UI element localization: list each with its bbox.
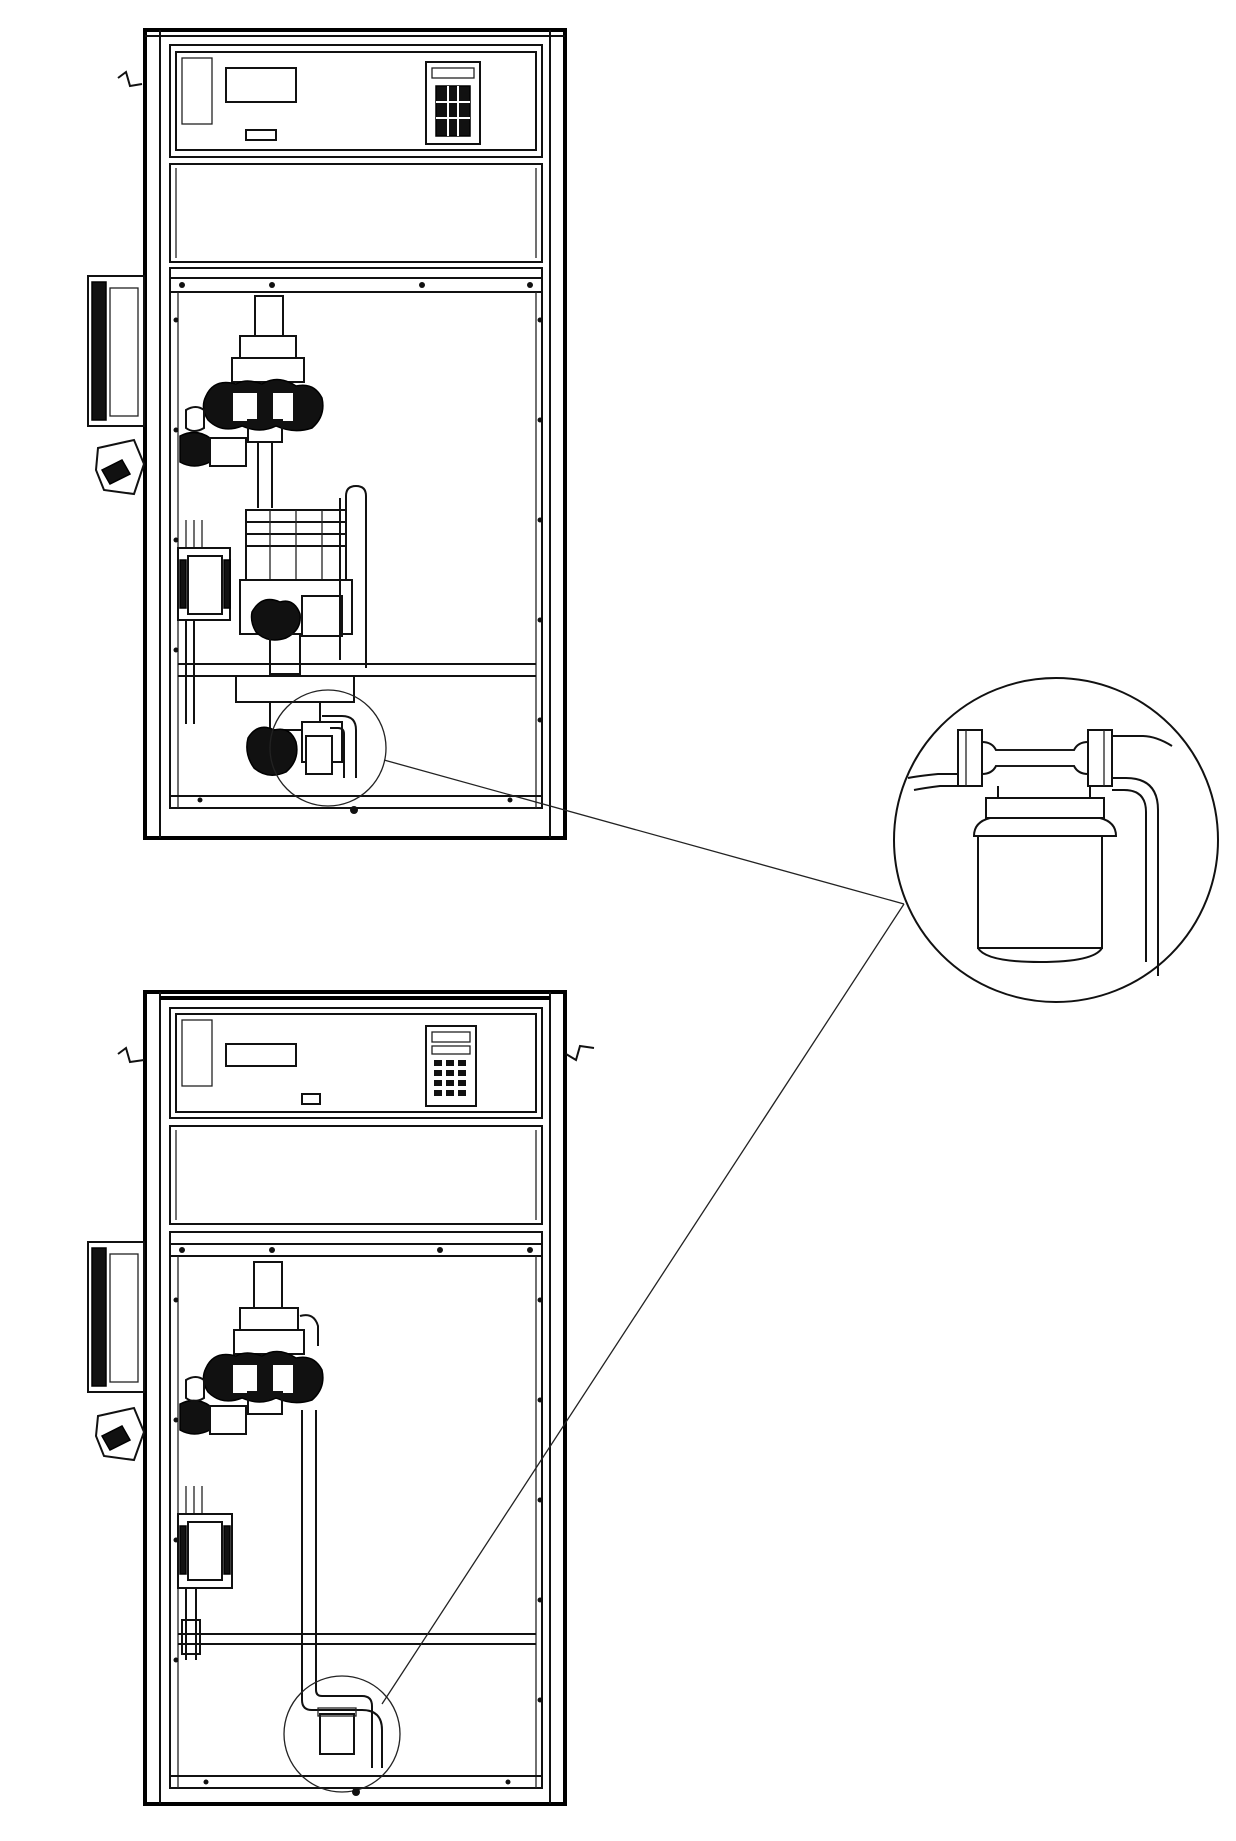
lower-leader-line	[381, 903, 905, 1705]
lower-control-panel	[169, 1007, 543, 1119]
upper-panel-indicator	[245, 129, 277, 141]
upper-leader-line	[383, 759, 905, 905]
detail-filter-bowl	[972, 786, 1118, 964]
upper-detail-callout-circle	[269, 689, 387, 807]
lower-frame-bolts	[173, 1247, 543, 1785]
upper-control-panel	[169, 44, 543, 158]
lower-bottom-filter	[301, 1689, 383, 1768]
upper-bottom-pump	[246, 701, 357, 778]
upper-filter-element	[305, 735, 333, 775]
lower-left-hook	[117, 1046, 145, 1064]
upper-side-nozzle-holster	[87, 70, 146, 496]
upper-display-window	[225, 67, 297, 103]
lower-display-window	[225, 1043, 297, 1067]
lower-detail-callout-circle	[283, 1675, 401, 1793]
detail-magnified-view	[893, 677, 1219, 1003]
detail-circle	[893, 677, 1219, 1003]
lower-panel-indicator	[301, 1093, 321, 1105]
lower-panel-label-plate	[181, 1019, 213, 1087]
lower-right-hook	[565, 1044, 595, 1062]
lower-hydraulic-compartment	[169, 1231, 543, 1789]
upper-frame-bolts	[173, 282, 543, 803]
upper-cabinet-view	[87, 28, 567, 840]
upper-empty-compartment	[169, 163, 543, 263]
detail-left-flange	[957, 729, 983, 787]
lower-cabinet-outer-frame	[143, 990, 567, 1806]
lower-electrical-junction-box	[177, 1486, 233, 1660]
lower-keypad	[425, 1025, 477, 1107]
upper-panel-label-plate	[181, 57, 213, 125]
lower-side-nozzle-holster	[87, 1241, 146, 1462]
callout-leader-lines	[381, 759, 905, 1705]
detail-right-flange	[1087, 729, 1113, 787]
lower-empty-compartment	[169, 1125, 543, 1225]
upper-cabinet-outer-frame	[143, 28, 567, 840]
lower-pump-meter-assembly	[179, 1261, 324, 1700]
upper-pump-meter-assembly	[179, 295, 324, 508]
lower-filter-element	[319, 1713, 355, 1755]
upper-motor-filter-assembly	[235, 484, 367, 703]
upper-electrical-junction-box	[177, 520, 231, 724]
upper-keypad	[425, 61, 481, 145]
lower-cabinet-view	[87, 990, 595, 1806]
